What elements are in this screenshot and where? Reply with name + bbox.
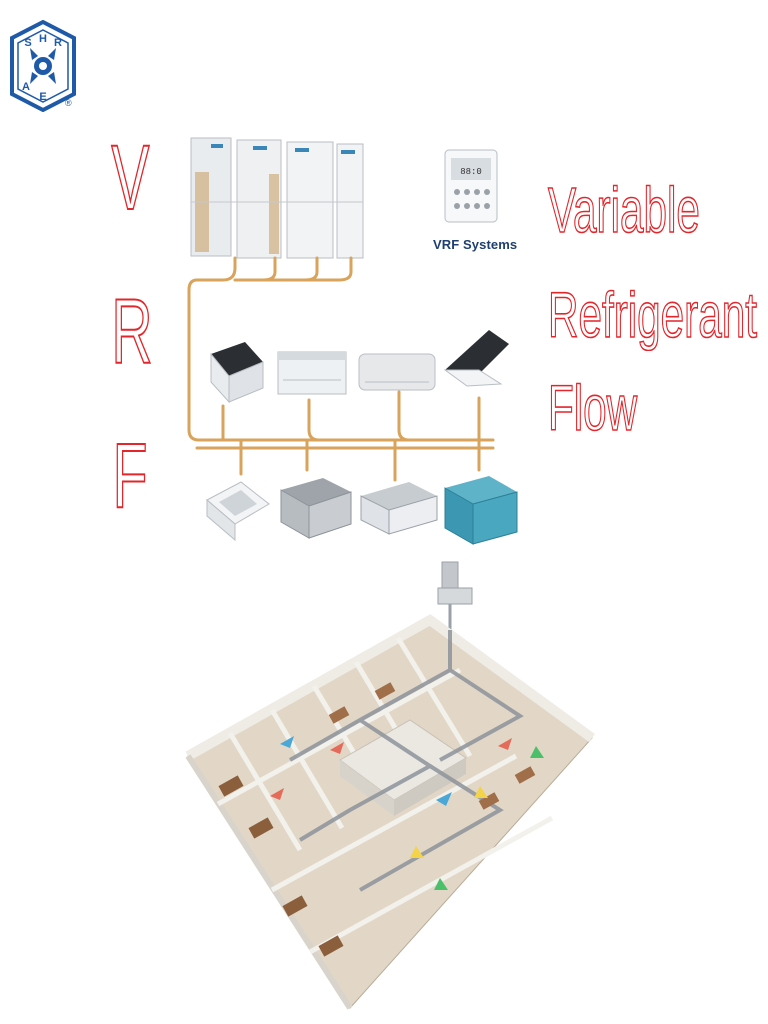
four-way-cassette-unit xyxy=(443,330,509,387)
logo-letter-s: S xyxy=(24,37,31,49)
heading-word-variable: Variable xyxy=(547,174,700,246)
logo-letter-h: H xyxy=(39,33,47,45)
round-cassette-unit xyxy=(206,481,270,542)
wall-controller: 88:0 xyxy=(444,149,498,223)
logo-letter-r: R xyxy=(54,37,62,49)
vrf-systems-caption: VRF Systems xyxy=(433,237,518,252)
building-floorplan-illustration xyxy=(185,561,595,1010)
high-static-duct-unit xyxy=(444,476,518,545)
outdoor-unit xyxy=(236,139,282,259)
slim-duct-unit xyxy=(360,482,438,535)
acronym-letter-f: F xyxy=(112,425,148,527)
outdoor-units xyxy=(190,137,364,259)
ashrae-logo: S H R A E xyxy=(10,20,76,112)
outdoor-unit xyxy=(336,143,364,259)
wall-mounted-unit xyxy=(358,353,436,391)
outdoor-unit xyxy=(286,141,334,259)
airflow-indicators xyxy=(270,736,544,890)
room-walls xyxy=(216,636,554,955)
acronym-letter-r: R xyxy=(111,281,153,383)
ceiling-cassette-unit xyxy=(210,342,264,404)
logo-letter-e: E xyxy=(39,91,46,103)
furniture xyxy=(218,682,536,957)
ducted-unit xyxy=(280,478,352,539)
vrf-system-diagram: 88:0 xyxy=(183,130,518,560)
heading-word-refrigerant: Refrigerant xyxy=(547,279,757,351)
duct-runs xyxy=(289,630,524,892)
refrigerant-piping xyxy=(187,256,495,482)
rooftop-unit xyxy=(437,561,473,630)
central-core xyxy=(339,719,467,816)
heading-word-flow: Flow xyxy=(547,372,638,444)
logo-letter-a: A xyxy=(22,81,30,93)
registered-mark: ® xyxy=(65,98,72,108)
outdoor-unit xyxy=(190,137,232,257)
ceiling-floor-unit xyxy=(277,351,347,395)
controller-display-text: 88:0 xyxy=(460,167,482,177)
acronym-letter-v: V xyxy=(111,127,150,229)
